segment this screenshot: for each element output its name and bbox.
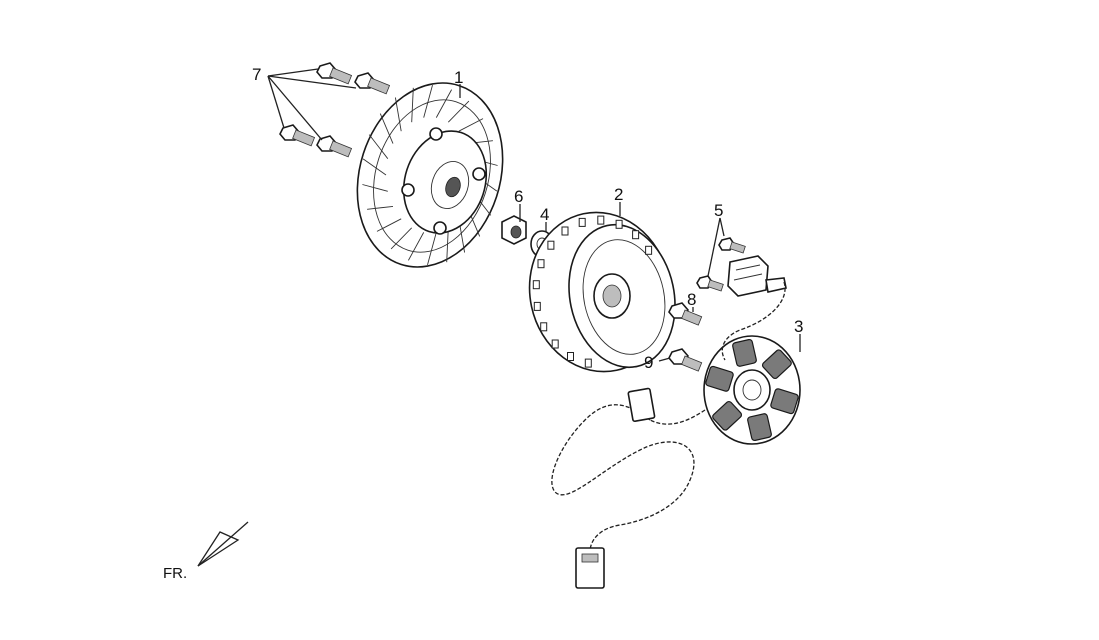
fan-blade — [376, 218, 402, 232]
stator-pole — [712, 400, 743, 431]
flywheel-slot — [547, 240, 555, 250]
flywheel-slot — [537, 259, 545, 269]
pulse-generator-bolt-upper — [718, 237, 746, 254]
coupler — [575, 547, 605, 589]
fan-blade — [435, 89, 452, 118]
callout-4: 4 — [540, 205, 549, 224]
flywheel-slot — [533, 301, 541, 311]
fan-blade — [458, 118, 484, 132]
callout-2: 2 — [614, 185, 623, 204]
flywheel-slot — [578, 217, 586, 227]
fan-blade — [447, 100, 470, 123]
fan-blade — [362, 184, 388, 192]
callout-5: 5 — [714, 201, 723, 220]
flywheel-nut — [501, 215, 527, 245]
flywheel — [528, 211, 676, 373]
stator-pole — [732, 338, 757, 367]
callout-9: 9 — [644, 353, 653, 372]
flywheel-slot — [632, 230, 640, 240]
callout-7: 7 — [252, 65, 261, 84]
stator-pole — [705, 365, 734, 392]
fan-blade — [390, 227, 413, 250]
fan-blade — [446, 227, 449, 263]
flywheel-slot — [561, 226, 569, 236]
callout-1: 1 — [454, 68, 463, 87]
flywheel-slot — [567, 352, 574, 361]
front-direction-arrow-icon — [197, 521, 249, 567]
fan-blade — [367, 205, 394, 210]
flywheel-slot — [597, 215, 605, 225]
stator-pole — [770, 388, 799, 415]
fan-blade — [379, 113, 394, 144]
leader-lines — [267, 68, 801, 362]
stator-pole — [747, 413, 772, 442]
flywheel-slot — [645, 245, 653, 255]
fan-blade — [411, 87, 414, 123]
stator-bolt-upper — [668, 302, 703, 326]
flywheel-slot — [551, 339, 559, 349]
callout-8: 8 — [687, 290, 696, 309]
flywheel-slot — [584, 358, 592, 368]
fan-blade — [408, 232, 425, 261]
flywheel-slot — [540, 322, 548, 332]
fan-blade — [427, 232, 437, 266]
fan-bolt-upper-right — [354, 72, 391, 95]
cooling-fan — [356, 82, 504, 268]
pulse-generator — [727, 255, 787, 297]
fan-bolt-lower-left — [279, 124, 316, 147]
fan-blade — [394, 97, 402, 132]
flywheel-slot — [615, 219, 623, 229]
front-direction-label: FR. — [163, 565, 187, 582]
callout-3: 3 — [794, 317, 803, 336]
flywheel-slot — [532, 280, 540, 290]
fan-blade — [368, 134, 389, 159]
fan-bolt-upper-left — [316, 62, 353, 85]
fan-bolt-lower-right — [316, 135, 353, 158]
callout-6: 6 — [514, 187, 523, 206]
fan-blade — [362, 158, 387, 176]
stator-coil — [703, 335, 801, 445]
pulse-generator-bolt-lower — [696, 275, 724, 292]
fan-blade — [423, 84, 433, 118]
harness-connector — [627, 387, 656, 423]
stator-bolt-lower — [668, 348, 703, 372]
stator-pole — [761, 349, 792, 380]
